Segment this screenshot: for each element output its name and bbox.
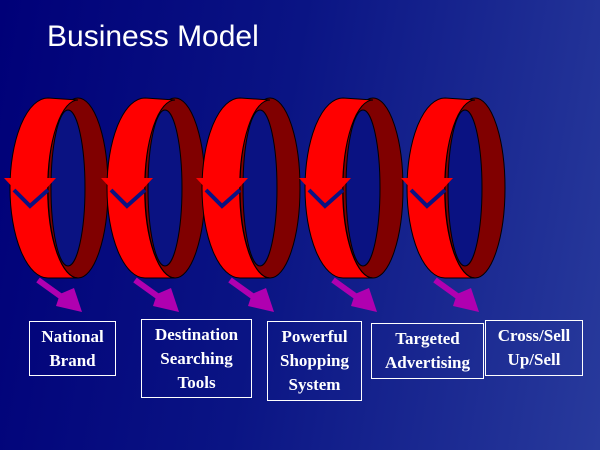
step-box-destination-searching-tools: Destination Searching Tools (141, 319, 252, 398)
loop-arrow-icon (196, 97, 301, 279)
step-line: Brand (49, 350, 96, 370)
step-line: Shopping (280, 351, 349, 370)
pointer-arrow-icon (433, 277, 479, 312)
step-box-national-brand: National Brand (29, 321, 116, 376)
step-box-targeted-advertising: Targeted Advertising (371, 323, 484, 379)
loop-arrow-icon (401, 97, 506, 279)
loop-arrow-icon (101, 97, 206, 279)
pointer-arrow-icon (36, 277, 82, 312)
step-line: National (41, 326, 104, 346)
step-box-powerful-shopping-system: Powerful Shopping System (267, 321, 362, 401)
pointer-arrow-icon (228, 277, 274, 312)
loop-arrow-icon (4, 97, 109, 279)
pointer-arrow-icon (331, 277, 377, 312)
step-box-cross-sell-up-sell: Cross/Sell Up/Sell (485, 320, 583, 376)
pointer-arrow-icon (133, 277, 179, 312)
step-line: Tools (177, 372, 216, 392)
step-line: Powerful (281, 327, 348, 346)
step-line: Up/Sell (507, 350, 561, 369)
step-line: Searching (160, 348, 233, 368)
step-line: Advertising (385, 353, 470, 372)
slide-title: Business Model (47, 20, 259, 53)
step-line: Destination (154, 324, 239, 344)
step-line: Cross/Sell (497, 326, 571, 345)
loop-arrow-icon (299, 97, 404, 279)
step-line: System (288, 375, 341, 394)
step-line: Targeted (395, 329, 460, 348)
